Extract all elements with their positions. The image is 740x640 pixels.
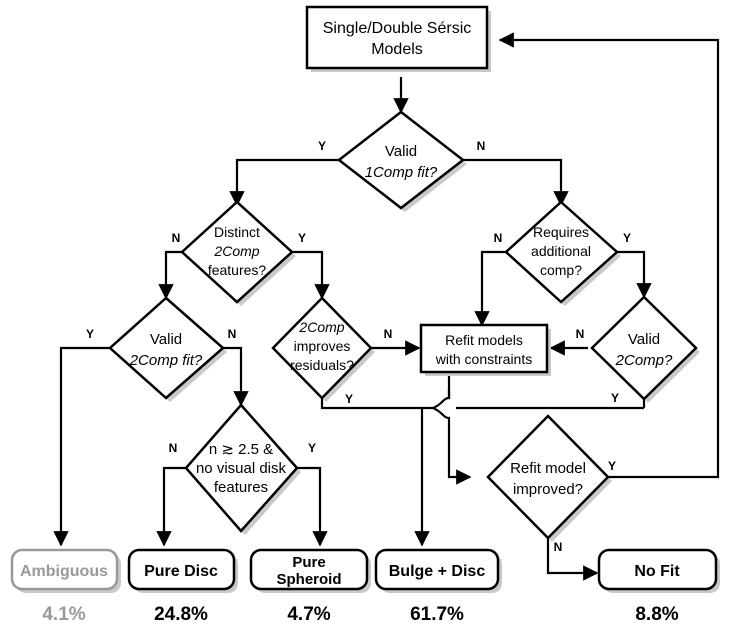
ndisk-line-0: n ≳ 2.5 &: [209, 441, 273, 458]
edge-ndisk-n: [156, 466, 186, 547]
valid1comp-line-0: Valid: [385, 143, 417, 160]
edge-label-ndisk-y: Y: [308, 441, 316, 455]
valid1comp-line-1: 1Comp fit?: [365, 164, 438, 181]
purespheroid-shape: [249, 548, 369, 591]
edge-label-ndisk-n: N: [169, 441, 178, 455]
node-requires-add[interactable]: Requires additional comp?: [504, 200, 621, 306]
improves-line-1: improves: [294, 338, 351, 354]
start-line-0: Single/Double Sérsic: [323, 20, 472, 37]
edge-improves-y: [320, 398, 433, 410]
improves-line-0: 2Comp: [298, 319, 344, 335]
requires-line-2: comp?: [540, 262, 582, 278]
requires-shape: [504, 200, 619, 304]
distinct2comp-shape: [180, 200, 294, 304]
bulgedisc-label: Bulge + Disc: [389, 563, 486, 580]
puredisc-shape: [127, 548, 236, 591]
requires-line-1: additional: [531, 243, 591, 259]
nofit-label: No Fit: [634, 563, 680, 580]
requires-line-0: Requires: [533, 224, 589, 240]
edge-ndisk-y: [297, 466, 328, 547]
node-valid1comp[interactable]: Valid 1Comp fit?: [336, 110, 467, 212]
valid2compfit-shape: [108, 296, 225, 400]
distinct2comp-line-2: features?: [208, 262, 267, 278]
edge-label-valid2compfit-n: N: [228, 327, 237, 341]
edge-valid1comp-y: [229, 158, 339, 207]
refit-shape: [419, 323, 549, 374]
node-improves[interactable]: 2Comp improves residuals?: [271, 296, 375, 402]
start-shape: [305, 5, 489, 70]
refitimproved-line-1: improved?: [513, 481, 583, 498]
edge-requires-y: [617, 250, 652, 299]
edge-label-requires-n: N: [494, 231, 503, 245]
node-distinct2comp[interactable]: Distinct 2Comp features?: [180, 200, 296, 306]
distinct2comp-line-1: 2Comp: [213, 243, 259, 259]
edge-hop-jump-right: [432, 406, 472, 485]
purespheroid-line-0: Pure: [292, 554, 325, 571]
node-puredisc[interactable]: Pure Disc 24.8%: [127, 548, 238, 625]
node-start[interactable]: Single/Double Sérsic Models: [305, 5, 491, 72]
puredisc-percent: 24.8%: [154, 604, 208, 625]
refitimproved-line-0: Refit model: [510, 460, 586, 477]
node-refit[interactable]: Refit models with constraints: [419, 323, 551, 376]
nofit-percent: 8.8%: [635, 604, 678, 625]
valid1comp-shape: [336, 110, 466, 210]
edge-distinct2comp-n: [158, 250, 182, 300]
purespheroid-percent: 4.7%: [287, 604, 330, 625]
edge-distinct2comp-y: [292, 250, 330, 300]
node-nofit[interactable]: No Fit 8.8%: [597, 548, 720, 625]
edge-label-refitimproved-n: N: [554, 540, 563, 554]
node-purespheroid[interactable]: Pure Spheroid 4.7%: [249, 548, 371, 625]
edge-label-valid2comp-n: N: [576, 327, 585, 341]
edge-label-distinct-n: N: [172, 231, 181, 245]
edge-requires-n: [474, 250, 506, 327]
ambiguous-label: Ambiguous: [20, 563, 108, 580]
node-valid2compfit[interactable]: Valid 2Comp fit?: [108, 296, 227, 402]
edge-valid2compfit-y: [53, 346, 110, 547]
edge-label-distinct-y: Y: [298, 231, 306, 245]
node-ndisk[interactable]: n ≳ 2.5 & no visual disk features: [184, 403, 301, 535]
refit-line-1: with constraints: [435, 351, 532, 367]
ambiguous-percent: 4.1%: [42, 604, 85, 625]
puredisc-label: Pure Disc: [144, 563, 218, 580]
nofit-shape: [597, 548, 718, 591]
edge-label-valid1comp-y: Y: [318, 139, 326, 153]
bulgedisc-shape: [374, 548, 500, 591]
valid2comp-line-1: 2Comp?: [615, 352, 673, 369]
edge-hop-jump: [432, 390, 451, 410]
start-line-1: Models: [371, 41, 423, 58]
edge-valid2compfit-n: [223, 346, 249, 407]
refit-line-0: Refit models: [445, 332, 523, 348]
edge-valid1comp-n: [463, 158, 569, 207]
valid2compfit-line-1: 2Comp fit?: [129, 352, 203, 369]
edge-label-refitimproved-y: Y: [608, 459, 616, 473]
edge-label-improves-y: Y: [345, 392, 353, 406]
node-bulgedisc[interactable]: Bulge + Disc 61.7%: [374, 548, 502, 625]
edge-refitimproved-n: [546, 526, 599, 581]
ndisk-line-2: features: [214, 479, 268, 496]
edge-layer: [53, 32, 720, 581]
edge-refitimproved-y: [498, 32, 720, 479]
valid2compfit-line-0: Valid: [150, 331, 182, 348]
valid2comp-line-0: Valid: [628, 331, 660, 348]
edge-label-improves-n: N: [384, 327, 393, 341]
node-valid2comp[interactable]: Valid 2Comp?: [590, 295, 700, 403]
valid2comp-shape: [590, 295, 698, 401]
ndisk-line-1: no visual disk: [196, 460, 287, 477]
edge-label-valid1comp-n: N: [477, 139, 486, 153]
ambiguous-shape: [10, 548, 119, 591]
edge-label-requires-y: Y: [623, 231, 631, 245]
improves-line-2: residuals?: [290, 357, 354, 373]
improves-shape: [271, 296, 373, 400]
refitimproved-shape: [486, 414, 610, 540]
ndisk-shape: [184, 403, 299, 533]
edge-label-valid2comp-y: Y: [611, 391, 619, 405]
purespheroid-line-1: Spheroid: [276, 571, 341, 588]
edge-label-valid2compfit-y: Y: [86, 327, 94, 341]
edge-label-layer: Y N N Y N Y Y N N Y N Y N Y Y N: [86, 139, 631, 554]
bulgedisc-percent: 61.7%: [410, 604, 464, 625]
node-ambiguous[interactable]: Ambiguous 4.1%: [10, 548, 121, 625]
node-refit-improved[interactable]: Refit model improved?: [486, 414, 612, 542]
distinct2comp-line-0: Distinct: [214, 224, 260, 240]
